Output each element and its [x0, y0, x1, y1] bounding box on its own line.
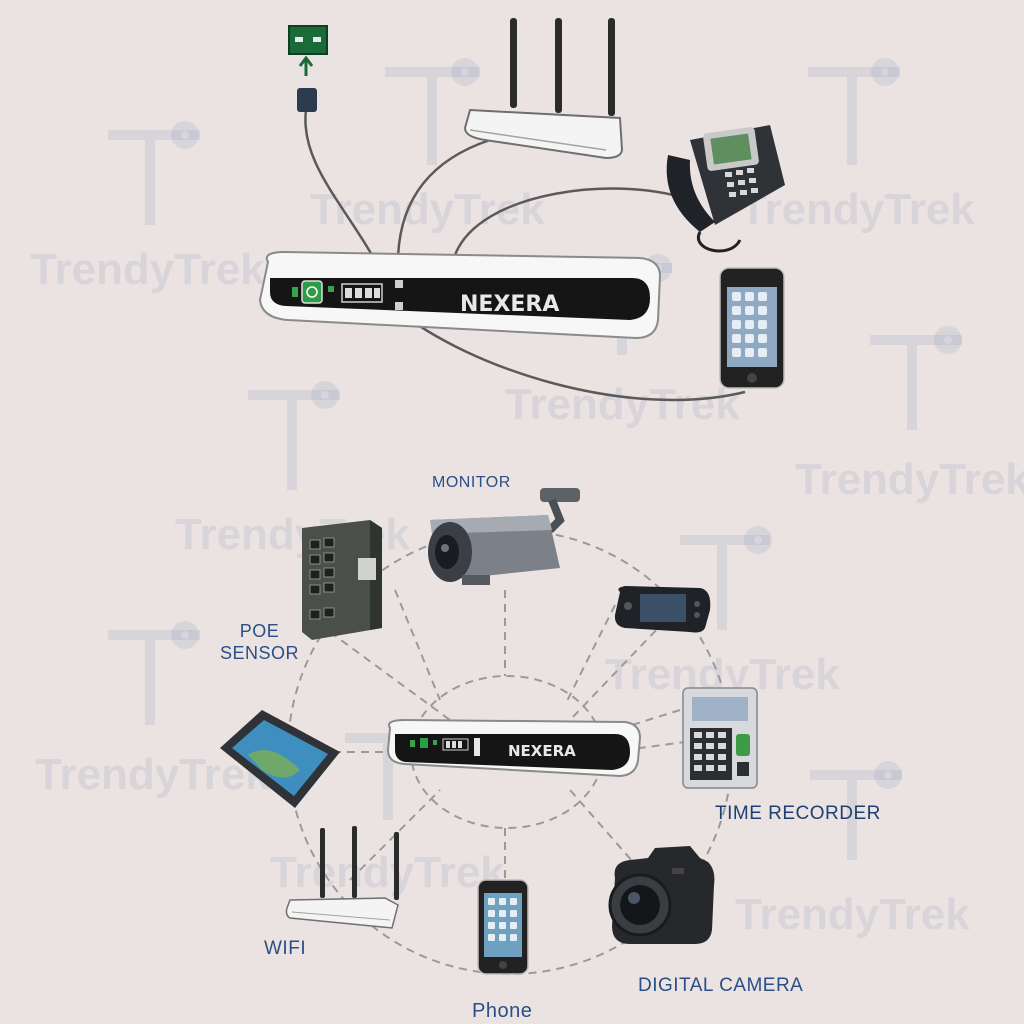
label-time-recorder: TIME RECORDER — [715, 803, 881, 824]
label-poe-line1: POE — [239, 621, 280, 641]
top-router-brand: NEXERA — [460, 292, 559, 317]
label-digital-camera: DIGITAL CAMERA — [638, 975, 804, 996]
time-recorder — [682, 687, 758, 789]
tablet — [220, 710, 340, 808]
bottom-wifi-router — [285, 826, 399, 929]
label-wifi: WIFI — [264, 938, 307, 959]
top-wifi-router — [463, 18, 624, 160]
desk-phone — [666, 125, 785, 253]
label-monitor: MONITOR — [432, 474, 511, 491]
bottom-smartphone — [477, 879, 529, 975]
poe-switch — [302, 520, 382, 640]
digital-camera — [608, 846, 715, 944]
label-phone: Phone — [472, 1000, 533, 1022]
label-poe-sensor: POE SENSOR — [220, 620, 299, 664]
cables — [304, 109, 746, 402]
center-router-brand: NEXERA — [508, 742, 576, 760]
label-poe-line2: SENSOR — [220, 643, 300, 663]
top-nexera-router — [258, 250, 662, 340]
sensor-module — [288, 25, 328, 112]
top-smartphone — [719, 267, 785, 389]
center-nexera-router — [386, 718, 642, 778]
handheld-console — [614, 586, 711, 633]
security-camera — [428, 488, 580, 585]
